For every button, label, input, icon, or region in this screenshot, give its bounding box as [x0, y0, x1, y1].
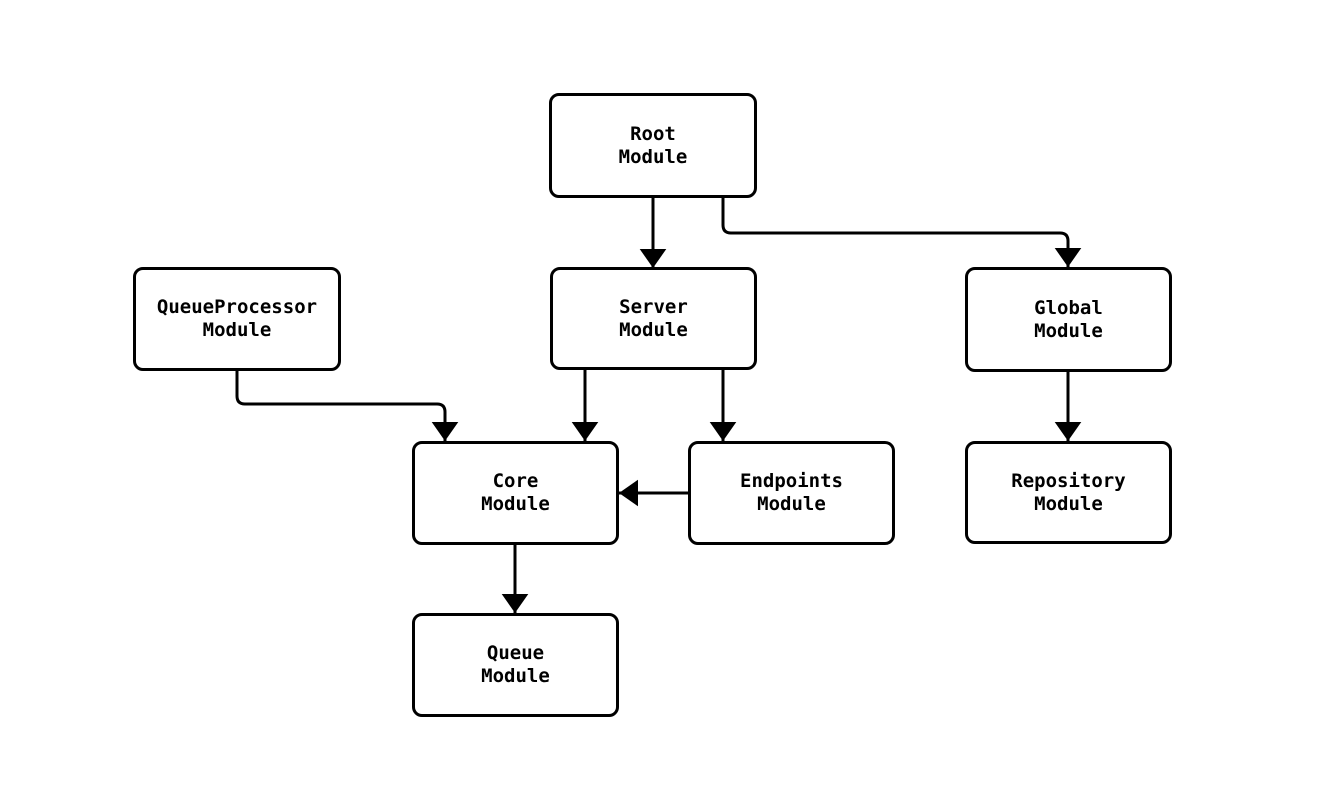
node-root-label-line: Root [630, 122, 676, 145]
node-queue-label-line: Module [481, 665, 550, 687]
node-queue-label-line: Queue [486, 642, 545, 664]
edges-group [235, 198, 1082, 613]
node-endpoints-label-line: Endpoints [740, 470, 843, 492]
node-server-label-line: Server [619, 295, 688, 318]
node-root-label-line: Module [618, 145, 688, 168]
node-repository-label-line: Module [1034, 492, 1103, 515]
node-repository-label-line: Repository [1011, 469, 1126, 492]
node-queueprocessor-label-line: Module [202, 319, 272, 341]
node-global-label-line: Global [1034, 296, 1103, 319]
node-endpoints-label-line: Module [757, 493, 826, 515]
node-global-label-line: Module [1034, 319, 1103, 342]
node-core-label-line: Module [481, 493, 550, 515]
node-queueprocessor-label-line: QueueProcessor [156, 296, 318, 318]
node-server-label-line: Module [619, 318, 688, 341]
node-core-label-line: Core [492, 470, 539, 492]
edge-queueprocessor-core [235, 371, 459, 441]
edge-root-global [721, 198, 1082, 267]
